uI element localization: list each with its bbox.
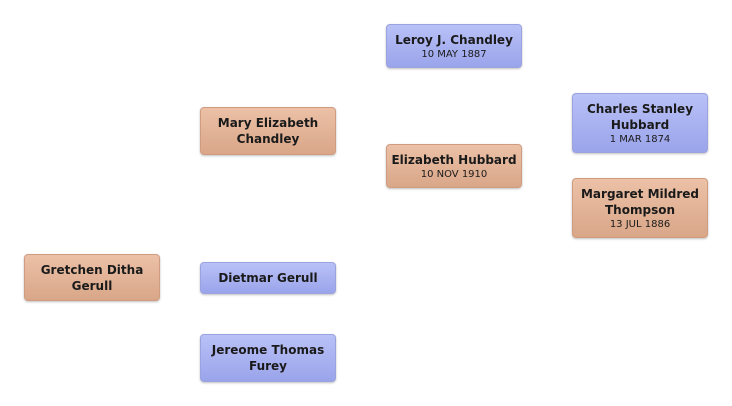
person-name: Jereome Thomas Furey	[211, 343, 325, 373]
person-name: Charles Stanley Hubbard	[586, 101, 694, 132]
person-card-mary-elizabeth-chandley[interactable]: Mary Elizabeth Chandley	[200, 107, 336, 155]
person-date: 10 MAY 1887	[421, 48, 487, 60]
person-card-dietmar-gerull[interactable]: Dietmar Gerull	[200, 262, 336, 294]
person-card-gretchen-ditha-gerull[interactable]: Gretchen Ditha Gerull	[24, 254, 160, 301]
person-name: Mary Elizabeth Chandley	[217, 116, 319, 146]
person-name: Elizabeth Hubbard	[391, 152, 517, 167]
person-name: Leroy J. Chandley	[395, 32, 513, 47]
person-card-jereome-thomas-furey[interactable]: Jereome Thomas Furey	[200, 334, 336, 382]
person-date: 10 NOV 1910	[420, 168, 488, 180]
person-date: 13 JUL 1886	[609, 218, 671, 230]
person-name: Margaret Mildred Thompson	[580, 186, 700, 217]
person-date: 1 MAR 1874	[609, 133, 671, 145]
person-name: Dietmar Gerull	[218, 271, 318, 285]
person-name: Gretchen Ditha Gerull	[40, 262, 144, 293]
person-card-margaret-mildred-thompson[interactable]: Margaret Mildred Thompson 13 JUL 1886	[572, 178, 708, 238]
person-card-leroy-j-chandley[interactable]: Leroy J. Chandley 10 MAY 1887	[386, 24, 522, 68]
person-card-charles-stanley-hubbard[interactable]: Charles Stanley Hubbard 1 MAR 1874	[572, 93, 708, 153]
person-card-elizabeth-hubbard[interactable]: Elizabeth Hubbard 10 NOV 1910	[386, 144, 522, 188]
